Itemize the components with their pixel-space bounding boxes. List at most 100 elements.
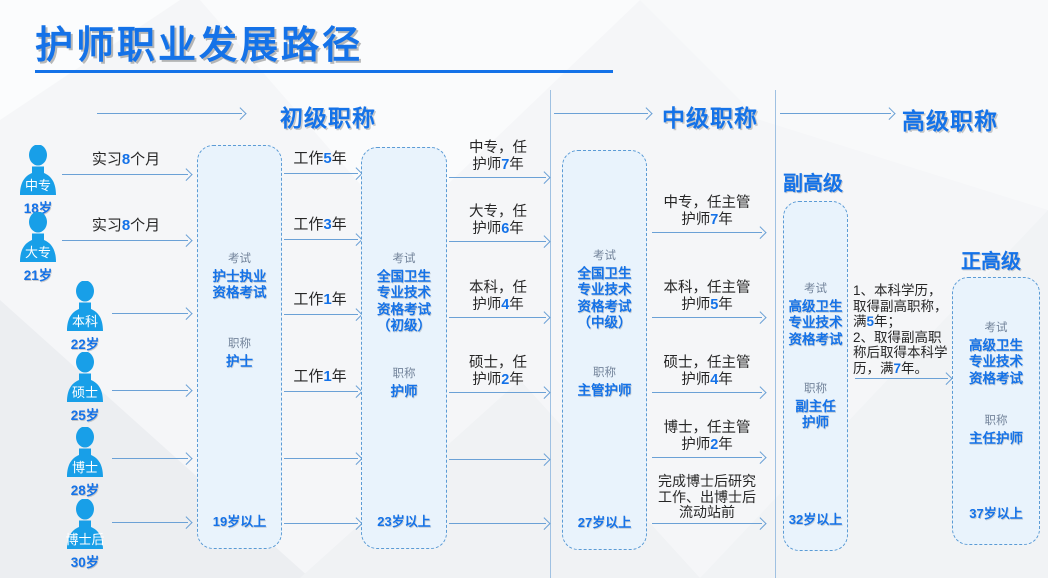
rank-name: 护士 bbox=[226, 354, 253, 369]
rank-label: 职称 bbox=[593, 367, 616, 379]
arrow-box1-box2-6 bbox=[284, 523, 358, 524]
person-degree-label: 中专 bbox=[24, 178, 51, 193]
arrow-box2-box3-4 bbox=[449, 392, 546, 393]
label-work-years-4: 工作1年 bbox=[293, 368, 347, 385]
arrow-to-senior-stage bbox=[780, 113, 891, 114]
rank-label: 职称 bbox=[392, 368, 416, 380]
rank-section: 职称 主管护师 bbox=[563, 364, 646, 399]
stage-header-intermediate: 中级职称 bbox=[662, 105, 758, 131]
arrow-box2-box3-1 bbox=[449, 177, 546, 178]
rank-name: 副主任 护师 bbox=[795, 399, 836, 431]
box-intermediate-tech-exam: 考试 全国卫生 专业技术 资格考试 （中级） 职称 主管护师 27岁以上 bbox=[562, 150, 647, 550]
person-age-label: 28岁 bbox=[70, 483, 100, 498]
label-junior-to-mid-4: 硕士，任护师2年 bbox=[469, 355, 527, 388]
person-icon bbox=[67, 427, 103, 477]
rank-label: 职称 bbox=[804, 383, 827, 395]
rank-section: 职称 护师 bbox=[362, 365, 446, 400]
rank-name: 护师 bbox=[390, 384, 418, 399]
person-boshi: 博士 28岁 bbox=[64, 427, 106, 498]
rank-name: 主管护师 bbox=[577, 383, 632, 398]
person-degree-label: 大专 bbox=[24, 245, 51, 260]
arrow-box2-box3-2 bbox=[449, 241, 546, 242]
person-icon bbox=[67, 352, 103, 402]
rank-section: 职称 护士 bbox=[198, 335, 281, 370]
arrow-person1-to-box1 bbox=[62, 174, 188, 175]
arrow-person6-to-box1 bbox=[112, 522, 188, 523]
arrow-person4-to-box1 bbox=[112, 390, 188, 391]
label-work-years-1: 工作5年 bbox=[293, 150, 347, 167]
person-benke: 本科 22岁 bbox=[64, 281, 106, 352]
label-work-years-3: 工作1年 bbox=[293, 291, 347, 308]
exam-section: 考试 高级卫生 专业技术 资格考试 bbox=[953, 319, 1039, 387]
box-age: 27岁以上 bbox=[577, 515, 632, 530]
label-junior-to-mid-2: 大专，任护师6年 bbox=[469, 204, 527, 237]
exam-section: 考试 高级卫生 专业技术 资格考试 bbox=[784, 280, 847, 348]
label-internship-2: 实习8个月 bbox=[91, 217, 161, 234]
exam-name: 全国卫生 专业技术 资格考试 （初级） bbox=[377, 269, 431, 334]
label-junior-to-mid-1: 中专，任护师7年 bbox=[469, 140, 527, 173]
person-degree-label: 博士 bbox=[71, 460, 98, 475]
divider-intermediate-senior bbox=[775, 90, 776, 578]
person-icon bbox=[67, 499, 103, 549]
deputy-to-full-note: 1、本科学历， 取得副高职称， 满5年； 2、取得副高职 称后取得本科学 历，满… bbox=[853, 283, 948, 376]
title-underline bbox=[35, 70, 613, 73]
arrow-box3-box4-4 bbox=[652, 457, 762, 458]
exam-label: 考试 bbox=[593, 250, 616, 262]
arrow-to-intermediate-stage bbox=[554, 113, 648, 114]
rank-label: 职称 bbox=[984, 415, 1008, 427]
person-degree-label: 硕士 bbox=[71, 385, 98, 400]
label-mid-to-deputy-2: 本科，任主管护师5年 bbox=[663, 280, 751, 313]
box-junior-tech-exam: 考试 全国卫生 专业技术 资格考试 （初级） 职称 护师 23岁以上 bbox=[361, 147, 447, 549]
exam-section: 考试 护士执业 资格考试 bbox=[198, 250, 281, 302]
rank-section: 职称 副主任 护师 bbox=[784, 380, 847, 432]
arrow-box3-box4-5 bbox=[652, 523, 762, 524]
box-age: 23岁以上 bbox=[377, 514, 431, 529]
exam-label: 考试 bbox=[804, 283, 827, 295]
stage-header-junior: 初级职称 bbox=[280, 105, 376, 131]
arrow-box1-box2-4 bbox=[284, 391, 358, 392]
exam-name: 全国卫生 专业技术 资格考试 （中级） bbox=[577, 266, 632, 331]
arrow-box1-box2-3 bbox=[284, 314, 358, 315]
exam-name: 高级卫生 专业技术 资格考试 bbox=[788, 299, 843, 347]
person-age-label: 30岁 bbox=[70, 555, 100, 570]
box-full-senior-exam: 考试 高级卫生 专业技术 资格考试 职称 主任护师 37岁以上 bbox=[952, 277, 1040, 545]
stage-header-senior: 高级职称 bbox=[902, 108, 998, 134]
arrow-box1-box2-1 bbox=[284, 173, 358, 174]
person-age-label: 22岁 bbox=[70, 337, 100, 352]
person-icon bbox=[20, 212, 56, 262]
label-postdoc-condition: 完成博士后研究 工作、出博士后 流动站前 bbox=[658, 473, 756, 520]
label-mid-to-deputy-3: 硕士，任主管护师4年 bbox=[663, 355, 751, 388]
person-age-label: 25岁 bbox=[70, 408, 100, 423]
exam-name: 护士执业 资格考试 bbox=[212, 269, 267, 301]
box-deputy-senior-exam: 考试 高级卫生 专业技术 资格考试 职称 副主任 护师 32岁以上 bbox=[783, 201, 848, 551]
arrow-box1-box2-2 bbox=[284, 239, 358, 240]
label-mid-to-deputy-4: 博士，任主管护师2年 bbox=[663, 420, 751, 453]
box-age: 37岁以上 bbox=[969, 506, 1023, 521]
exam-label: 考试 bbox=[984, 322, 1008, 334]
label-work-years-2: 工作3年 bbox=[293, 216, 347, 233]
person-degree-label: 本科 bbox=[71, 314, 98, 329]
arrow-box4-box5 bbox=[855, 378, 948, 379]
arrow-box2-box3-3 bbox=[449, 317, 546, 318]
box-nurse-license-exam: 考试 护士执业 资格考试 职称 护士 19岁以上 bbox=[197, 145, 282, 549]
arrow-box3-box4-2 bbox=[652, 317, 762, 318]
exam-label: 考试 bbox=[228, 253, 251, 265]
exam-name: 高级卫生 专业技术 资格考试 bbox=[969, 338, 1023, 386]
person-boshihou: 博士后 30岁 bbox=[64, 499, 106, 570]
box-age: 32岁以上 bbox=[788, 512, 843, 527]
arrow-box3-box4-3 bbox=[652, 392, 762, 393]
page-title: 护师职业发展路径 bbox=[35, 25, 364, 67]
person-degree-label: 博士后 bbox=[65, 532, 105, 547]
divider-junior-intermediate bbox=[550, 90, 551, 578]
arrow-person3-to-box1 bbox=[112, 313, 188, 314]
exam-label: 考试 bbox=[392, 253, 416, 265]
person-icon bbox=[67, 281, 103, 331]
sub-header-full-senior: 正高级 bbox=[961, 251, 1021, 273]
person-zhongzhuan: 中专 18岁 bbox=[17, 145, 59, 216]
arrow-box1-box2-5 bbox=[284, 458, 358, 459]
person-age-label: 18岁 bbox=[23, 201, 53, 216]
arrow-box3-box4-1 bbox=[652, 232, 762, 233]
person-icon bbox=[20, 145, 56, 195]
sub-header-deputy-senior: 副高级 bbox=[783, 173, 843, 195]
